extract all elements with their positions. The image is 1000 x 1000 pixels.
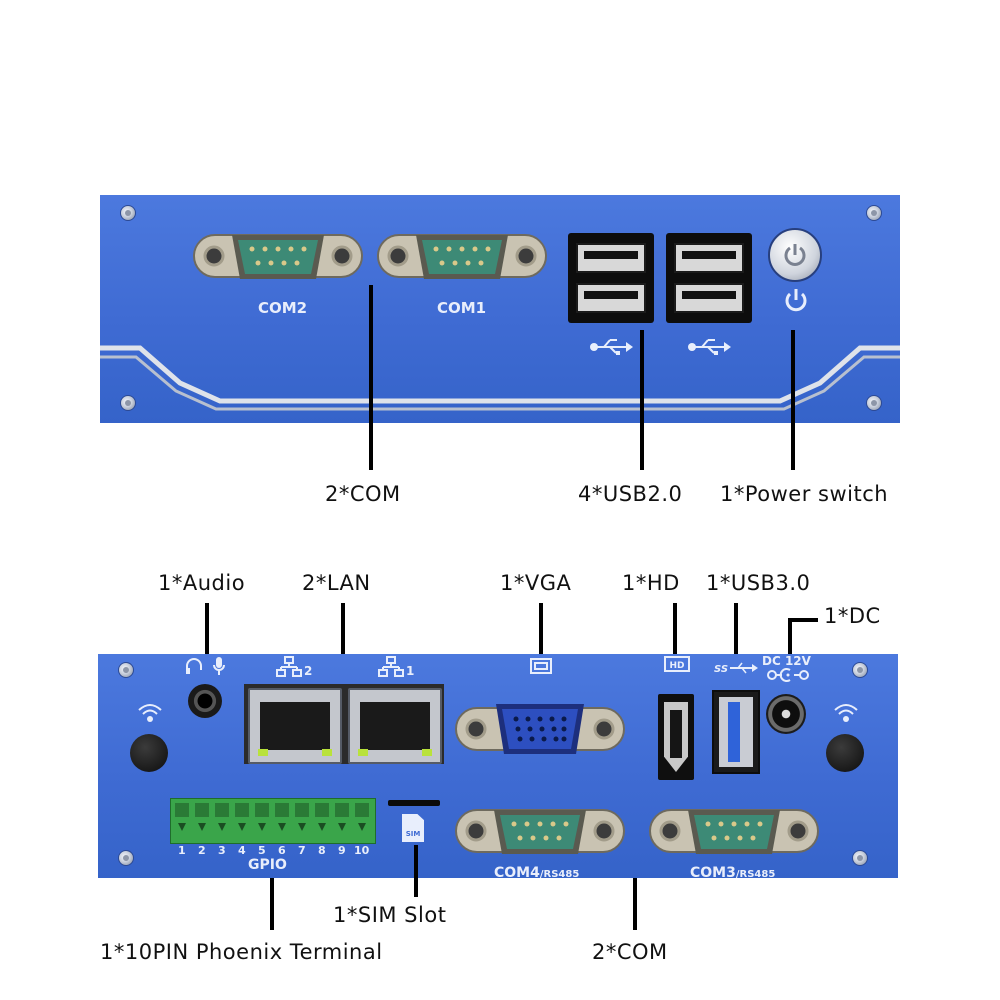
svg-text:HD: HD <box>669 661 684 671</box>
leader-line <box>205 603 209 655</box>
leader-line <box>640 330 644 470</box>
screw <box>120 205 136 221</box>
vga-port[interactable] <box>454 700 626 758</box>
lan2-number: 2 <box>304 664 313 678</box>
bottom-io-panel: 2 1 HD SS <box>98 654 898 881</box>
leader-line <box>270 878 274 930</box>
power-icon <box>784 244 806 266</box>
screw <box>118 662 134 678</box>
usb-ss-icon: SS <box>714 662 758 675</box>
screw <box>866 395 882 411</box>
gpio-terminal[interactable] <box>170 798 376 844</box>
usb2-stack-right[interactable] <box>666 233 752 323</box>
svg-text:SS: SS <box>714 664 728 675</box>
gpio-pin-numbers: 1 2 3 4 5 6 7 8 9 10 <box>178 844 370 857</box>
callout-usb3: 1*USB3.0 <box>706 571 811 595</box>
wifi-icon <box>138 704 162 722</box>
callout-vga: 1*VGA <box>500 571 572 595</box>
com3-subtext: /RS485 <box>735 869 776 880</box>
callout-top-com: 2*COM <box>325 482 401 506</box>
usb-icon <box>688 339 731 355</box>
network-icon <box>276 656 302 677</box>
com1-label: COM1 <box>437 299 487 317</box>
top-io-panel: COM2 COM1 <box>100 195 900 423</box>
com4-label: COM4/RS485 <box>494 862 579 881</box>
panel-stripe <box>100 345 900 411</box>
vga-icon <box>530 658 552 674</box>
usb-port[interactable] <box>576 283 646 313</box>
callout-top-power: 1*Power switch <box>720 482 889 506</box>
leader-line <box>341 603 345 655</box>
com3-port[interactable] <box>648 802 820 860</box>
com2-label: COM2 <box>258 299 308 317</box>
usb2-stack-left[interactable] <box>568 233 654 323</box>
callout-lan: 2*LAN <box>302 571 371 595</box>
leader-line <box>734 603 738 655</box>
power-icon <box>785 289 807 312</box>
usb-port[interactable] <box>674 283 744 313</box>
screw <box>120 395 136 411</box>
com2-port[interactable] <box>192 227 364 285</box>
leader-line <box>414 845 418 897</box>
mic-icon <box>213 657 225 675</box>
hdmi-port[interactable] <box>658 694 694 780</box>
callout-dc: 1*DC <box>824 604 881 628</box>
lan2-port[interactable] <box>248 688 342 764</box>
wifi-icon <box>834 704 858 722</box>
gpio-label: GPIO <box>248 857 287 873</box>
leader-line <box>539 603 543 655</box>
com3-text: COM3 <box>690 865 736 881</box>
lan1-number: 1 <box>406 664 415 678</box>
callout-top-usb: 4*USB2.0 <box>578 482 683 506</box>
usb3-port[interactable] <box>712 690 760 774</box>
terminal-screws <box>175 803 369 831</box>
headset-icon <box>186 658 202 674</box>
usb-port[interactable] <box>674 243 744 273</box>
screw <box>866 205 882 221</box>
leader-line <box>788 618 792 655</box>
dc-label: DC 12V <box>762 654 811 668</box>
antenna-right[interactable] <box>826 734 864 772</box>
leader-line <box>369 285 373 470</box>
hd-icon: HD <box>664 656 690 672</box>
lan1-port[interactable] <box>348 688 442 764</box>
usb-port[interactable] <box>576 243 646 273</box>
callout-audio: 1*Audio <box>158 571 246 595</box>
com4-port[interactable] <box>454 802 626 860</box>
leader-line <box>788 618 818 622</box>
sim-label: SIM <box>405 830 421 838</box>
com4-subtext: /RS485 <box>539 869 580 880</box>
com1-port[interactable] <box>376 227 548 285</box>
screw <box>852 662 868 678</box>
audio-jack[interactable] <box>188 684 222 718</box>
callout-terminal: 1*10PIN Phoenix Terminal <box>100 940 383 964</box>
screw <box>118 850 134 866</box>
dc-jack[interactable] <box>766 694 806 734</box>
dc-polarity-icon <box>767 668 809 682</box>
callout-bottom-com: 2*COM <box>592 940 668 964</box>
leader-line <box>791 330 795 470</box>
sim-icon <box>402 814 424 842</box>
antenna-left[interactable] <box>130 734 168 772</box>
leader-line <box>673 603 677 655</box>
screw <box>852 850 868 866</box>
leader-line <box>633 878 637 930</box>
network-icon <box>378 656 404 677</box>
power-button[interactable] <box>768 228 822 282</box>
callout-hd: 1*HD <box>622 571 680 595</box>
com4-text: COM4 <box>494 865 540 881</box>
com3-label: COM3/RS485 <box>690 862 775 881</box>
callout-sim: 1*SIM Slot <box>333 903 447 927</box>
usb-icon <box>590 339 633 355</box>
sim-slot[interactable] <box>388 800 440 806</box>
